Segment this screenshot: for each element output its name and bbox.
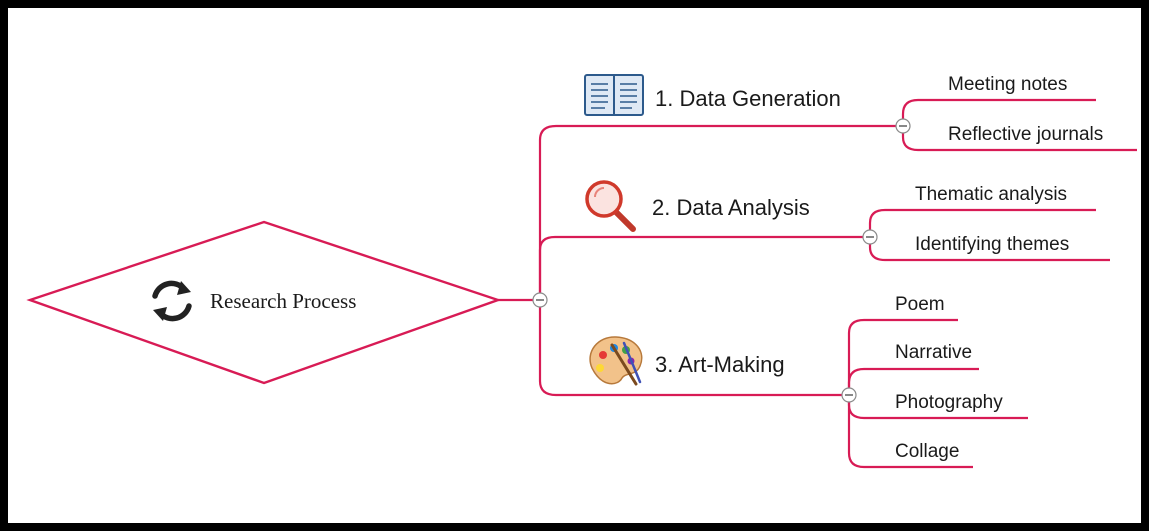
branch-art-making-connectors xyxy=(847,318,1028,469)
leaf-identifying-themes[interactable]: Identifying themes xyxy=(915,234,1069,255)
branch-label: 1. Data Generation xyxy=(655,86,841,111)
open-book-icon xyxy=(584,74,644,116)
leaf-meeting-notes[interactable]: Meeting notes xyxy=(948,74,1067,95)
branch-label: 3. Art-Making xyxy=(655,352,785,377)
leaf-reflective-journals[interactable]: Reflective journals xyxy=(948,124,1103,145)
leaf-thematic-analysis[interactable]: Thematic analysis xyxy=(915,184,1067,205)
leaf-collage[interactable]: Collage xyxy=(895,441,959,462)
cycle-arrows-icon xyxy=(152,280,192,322)
collapse-toggle-root[interactable] xyxy=(532,292,548,308)
leaf-narrative[interactable]: Narrative xyxy=(895,342,972,363)
collapse-toggle-data-generation[interactable] xyxy=(895,118,911,134)
magnifier-icon xyxy=(585,180,636,232)
root-label: Research Process xyxy=(210,289,356,313)
branch-data-analysis-connectors xyxy=(868,208,1110,262)
root-connectors xyxy=(498,124,903,397)
leaf-poem[interactable]: Poem xyxy=(895,294,945,315)
leaf-photography[interactable]: Photography xyxy=(895,392,1003,413)
collapse-toggle-art-making[interactable] xyxy=(841,387,857,403)
branch-art-making[interactable]: 3. Art-Making xyxy=(589,336,785,386)
palette-icon xyxy=(589,336,643,386)
root-node[interactable]: Research Process xyxy=(26,220,502,385)
branch-data-analysis[interactable]: 2. Data Analysis xyxy=(585,180,810,232)
collapse-toggle-data-analysis[interactable] xyxy=(862,229,878,245)
branch-label: 2. Data Analysis xyxy=(652,195,810,220)
branch-data-generation[interactable]: 1. Data Generation xyxy=(584,74,841,116)
branch-data-generation-connectors xyxy=(901,98,1137,152)
